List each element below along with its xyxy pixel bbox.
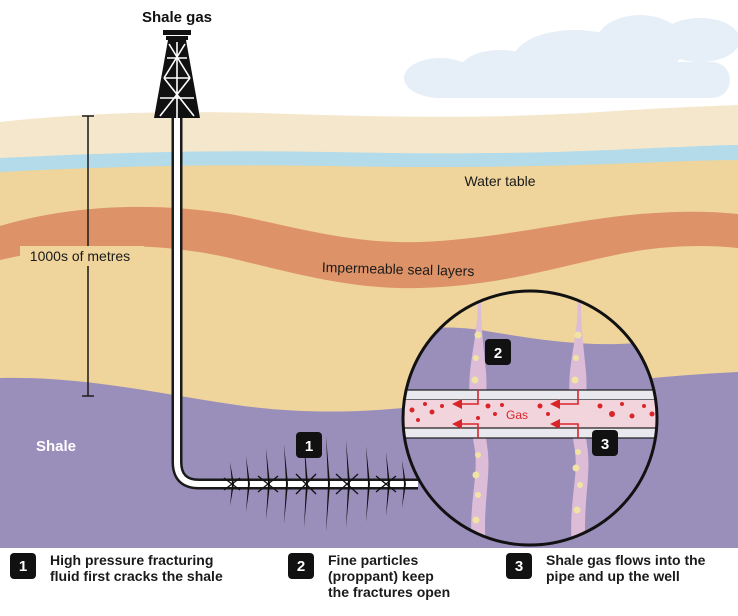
gas-label: Gas bbox=[506, 408, 528, 422]
marker-3: 3 bbox=[592, 430, 618, 456]
legend-badge-3: 3 bbox=[506, 553, 532, 579]
magnifier-outline bbox=[401, 289, 659, 547]
legend-badge-2: 2 bbox=[288, 553, 314, 579]
cloud-icon bbox=[404, 15, 738, 98]
legend-background bbox=[0, 548, 738, 616]
gas-particles bbox=[409, 402, 655, 422]
gas-flow-arrows bbox=[460, 390, 579, 438]
legend-2-line-3: the fractures open bbox=[328, 584, 451, 600]
depth-label: 1000s of metres bbox=[30, 248, 130, 264]
shale-label: Shale bbox=[36, 438, 76, 455]
legend-item-1: 1 High pressure fracturing fluid first c… bbox=[10, 552, 270, 608]
legend-3-line-2: pipe and up the well bbox=[546, 568, 680, 584]
depth-label-bg bbox=[20, 246, 144, 266]
legend-text-3: Shale gas flows into the pipe and up the… bbox=[546, 552, 705, 584]
pipe-wall-top bbox=[403, 389, 657, 401]
well-pipe-inner bbox=[174, 118, 418, 487]
fracture-ticks bbox=[223, 473, 397, 495]
legend-item-3: 3 Shale gas flows into the pipe and up t… bbox=[506, 552, 732, 608]
arrowheads bbox=[452, 399, 560, 429]
marker-2-label: 2 bbox=[494, 345, 502, 362]
pipe-wall-bottom bbox=[403, 427, 657, 439]
seal-layer bbox=[0, 206, 738, 289]
marker-1-label: 1 bbox=[305, 438, 313, 455]
legend-1-line-1: High pressure fracturing bbox=[50, 552, 214, 568]
legend-3-line-1: Shale gas flows into the bbox=[546, 552, 706, 568]
proppant-particles bbox=[471, 331, 583, 524]
legend-text-2: Fine particles (proppant) keep the fract… bbox=[328, 552, 450, 600]
legend-2-line-2: (proppant) keep bbox=[328, 568, 434, 584]
marker-2: 2 bbox=[485, 339, 511, 365]
pipe-interior bbox=[403, 400, 657, 428]
seal-label: Impermeable seal layers bbox=[322, 259, 475, 279]
legend-1-line-2: fluid first cracks the shale bbox=[50, 568, 223, 584]
shale-gas-label: Shale gas bbox=[142, 9, 212, 26]
derrick-bracing bbox=[159, 42, 195, 118]
marker-3-label: 3 bbox=[601, 436, 609, 453]
marker-1: 1 bbox=[296, 432, 322, 458]
water-table-label: Water table bbox=[464, 173, 535, 189]
legend-text-1: High pressure fracturing fluid first cra… bbox=[50, 552, 223, 584]
legend-item-2: 2 Fine particles (proppant) keep the fra… bbox=[288, 552, 498, 608]
legend-badge-1: 1 bbox=[10, 553, 36, 579]
legend-2-line-1: Fine particles bbox=[328, 552, 419, 568]
